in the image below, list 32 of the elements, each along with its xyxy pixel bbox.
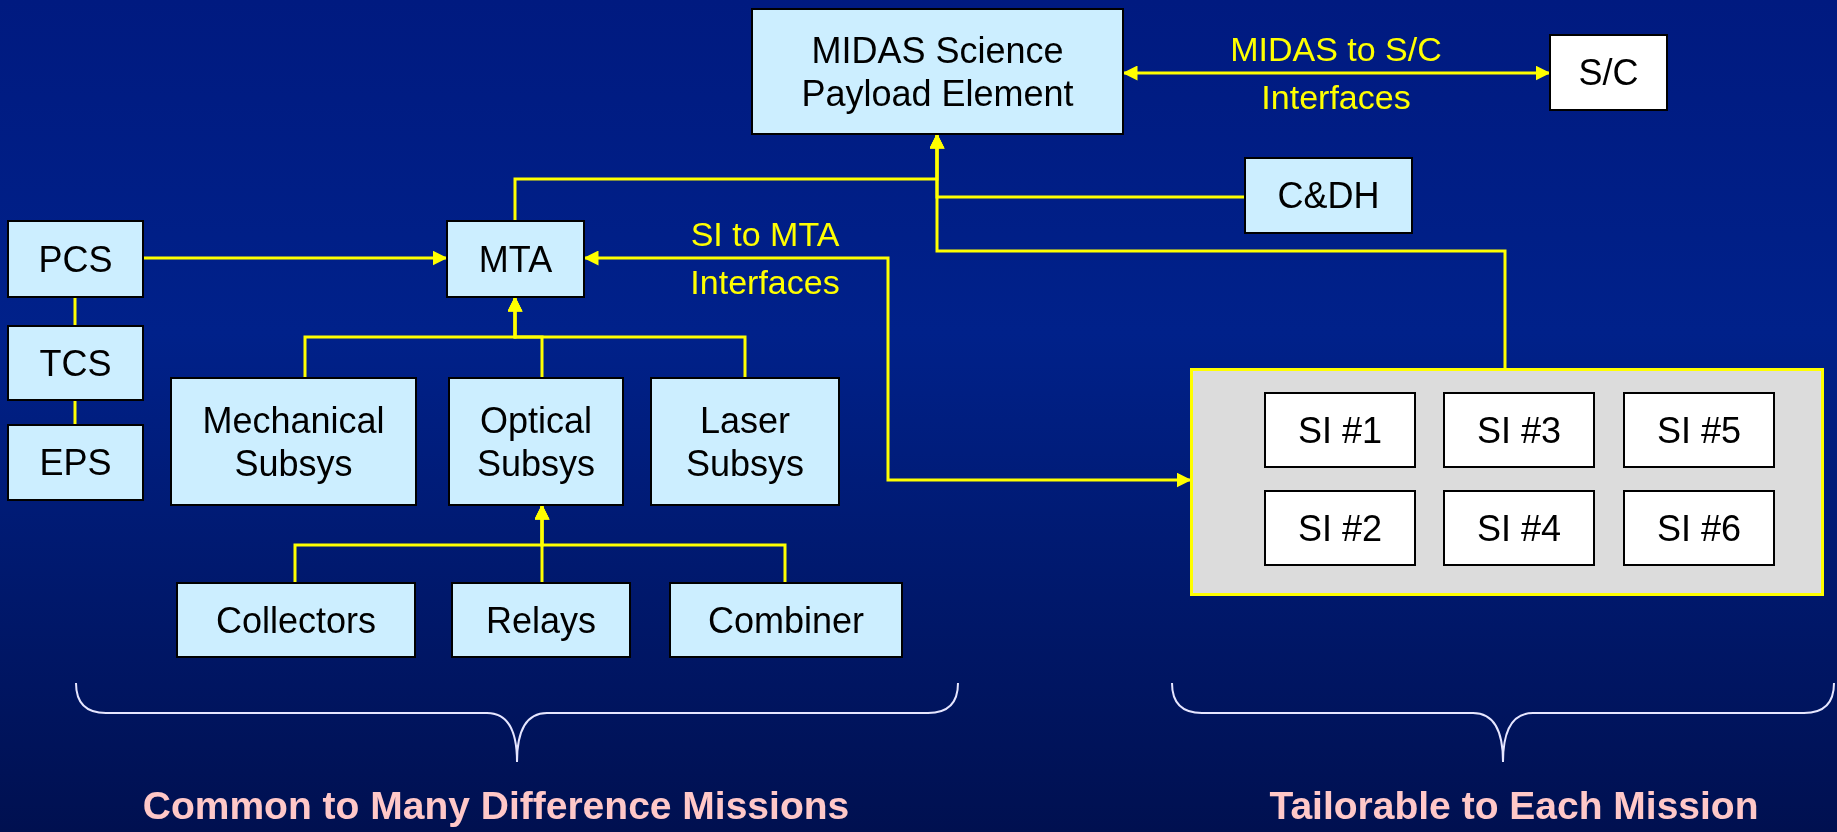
process-box: TCS	[7, 325, 144, 401]
process-box: S/C	[1549, 34, 1668, 111]
process-box: C&DH	[1244, 157, 1413, 234]
process-box: SI #2	[1264, 490, 1416, 566]
process-box: Relays	[451, 582, 631, 658]
arrow	[507, 296, 747, 377]
process-box: SI #5	[1623, 392, 1775, 468]
group-caption: Common to Many Difference Missions	[142, 784, 850, 828]
process-box: EPS	[7, 424, 144, 501]
arrow	[144, 250, 448, 266]
arrow	[929, 133, 1507, 368]
connector-line	[73, 298, 77, 325]
process-box: Collectors	[176, 582, 416, 658]
group-box	[1190, 368, 1824, 596]
edge-label: SI to MTA Interfaces	[689, 214, 841, 303]
connector-line	[73, 401, 77, 424]
process-box: Laser Subsys	[650, 377, 840, 506]
process-box: SI #6	[1623, 490, 1775, 566]
process-box: Combiner	[669, 582, 903, 658]
process-box: Optical Subsys	[448, 377, 624, 506]
process-box: SI #4	[1443, 490, 1595, 566]
process-box: MIDAS Science Payload Element	[751, 8, 1124, 135]
process-box: SI #1	[1264, 392, 1416, 468]
arrow	[583, 250, 1192, 488]
process-box: MTA	[446, 220, 585, 298]
arrow	[534, 504, 787, 582]
group-caption: Tailorable to Each Mission	[1269, 784, 1759, 828]
arrow	[1122, 65, 1551, 81]
process-box: PCS	[7, 220, 144, 298]
process-box: SI #3	[1443, 392, 1595, 468]
process-box: Mechanical Subsys	[170, 377, 417, 506]
edge-label: MIDAS to S/C Interfaces	[1229, 29, 1443, 118]
